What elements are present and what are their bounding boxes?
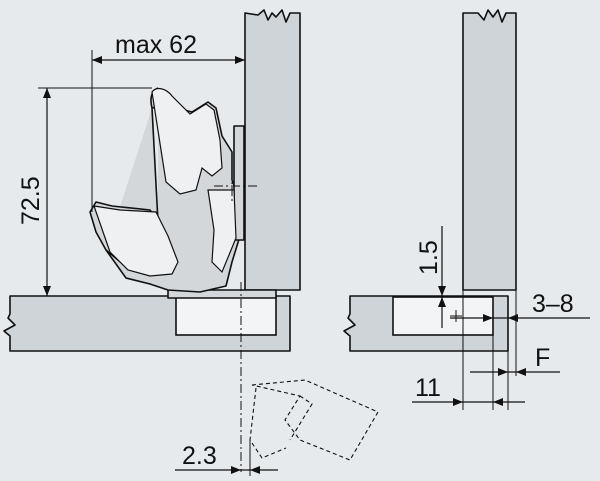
dim-38-label: 3–8	[532, 290, 574, 318]
dim-62-arrow-right	[235, 56, 245, 64]
dim-f-arrow-left	[498, 368, 508, 376]
dim-15-arrow-bottom	[438, 297, 446, 307]
right-side-panel	[462, 9, 517, 291]
dim-38-arrow-left	[483, 314, 493, 322]
dim-23-label: 2.3	[182, 442, 217, 470]
dim-23-arrow-right	[250, 466, 260, 474]
left-hinge-knuckle	[207, 189, 237, 274]
left-view: max 62 72.5 2.3	[3, 9, 379, 476]
dim-f-arrow-right	[516, 368, 526, 376]
dim-23-arrow-left	[231, 466, 241, 474]
left-hinge-cup-flange	[167, 289, 277, 299]
dim-15-arrow-top	[438, 286, 446, 296]
left-phantom-cup	[249, 387, 313, 459]
left-hinge-arm-lever	[93, 205, 179, 277]
dim-11-label: 11	[415, 374, 441, 402]
left-phantom-door	[251, 379, 379, 461]
dim-725-label: 72.5	[17, 176, 45, 225]
dim-725-arrow-bottom	[43, 286, 51, 296]
right-view: 1.5 3–8 F 11	[343, 9, 590, 410]
dim-11-arrow-right	[493, 398, 503, 406]
left-hinge-arm-top	[151, 87, 223, 195]
dim-11-arrow-left	[453, 398, 463, 406]
dim-15-label: 1.5	[415, 240, 443, 275]
dim-725-arrow-top	[43, 88, 51, 98]
dim-62-arrow-left	[92, 56, 102, 64]
left-side-panel	[244, 9, 301, 291]
dim-38-arrow-right	[508, 314, 518, 322]
dim-f-label: F	[535, 344, 550, 372]
dim-62-label: max 62	[115, 31, 197, 59]
left-hinge-cup	[175, 296, 277, 336]
